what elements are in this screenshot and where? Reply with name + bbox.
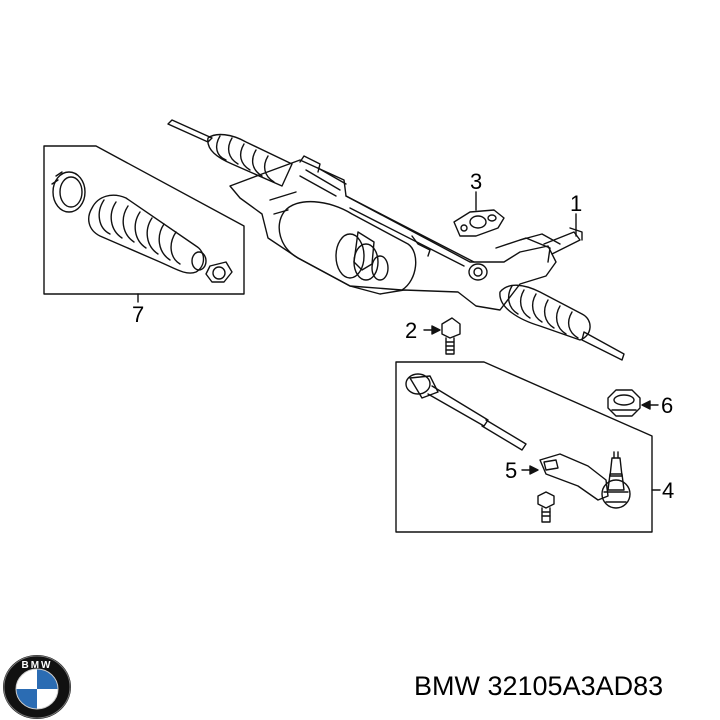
mounting-bracket bbox=[453, 209, 505, 237]
inner-tie-rod bbox=[405, 373, 527, 451]
bellows-kit-group bbox=[43, 145, 245, 303]
callout-4: 4 bbox=[662, 478, 674, 503]
bellows-boot bbox=[88, 194, 207, 274]
tie-rod-kit-group bbox=[395, 361, 661, 533]
bellows-kit-frame bbox=[43, 145, 245, 295]
tie-rod-kit-frame bbox=[395, 361, 653, 533]
logo-lettering: BMW bbox=[22, 660, 53, 671]
bolt-2 bbox=[441, 317, 461, 355]
bmw-logo-icon: BMW bbox=[3, 655, 71, 719]
clamp-ring bbox=[51, 171, 86, 213]
callout-1: 1 bbox=[570, 191, 582, 216]
callout-3: 3 bbox=[470, 169, 482, 194]
tie-rod-bolt bbox=[537, 491, 555, 523]
outer-tie-rod-end bbox=[539, 451, 631, 509]
part-caption: BMW 32105A3AD83 bbox=[414, 671, 664, 701]
callout-2: 2 bbox=[405, 318, 417, 343]
callout-6: 6 bbox=[661, 393, 673, 418]
callout-5: 5 bbox=[505, 458, 517, 483]
hose-clip bbox=[205, 261, 233, 283]
steering-rack-assembly bbox=[167, 119, 625, 361]
lock-nut bbox=[607, 389, 641, 417]
callout-7: 7 bbox=[132, 302, 144, 327]
